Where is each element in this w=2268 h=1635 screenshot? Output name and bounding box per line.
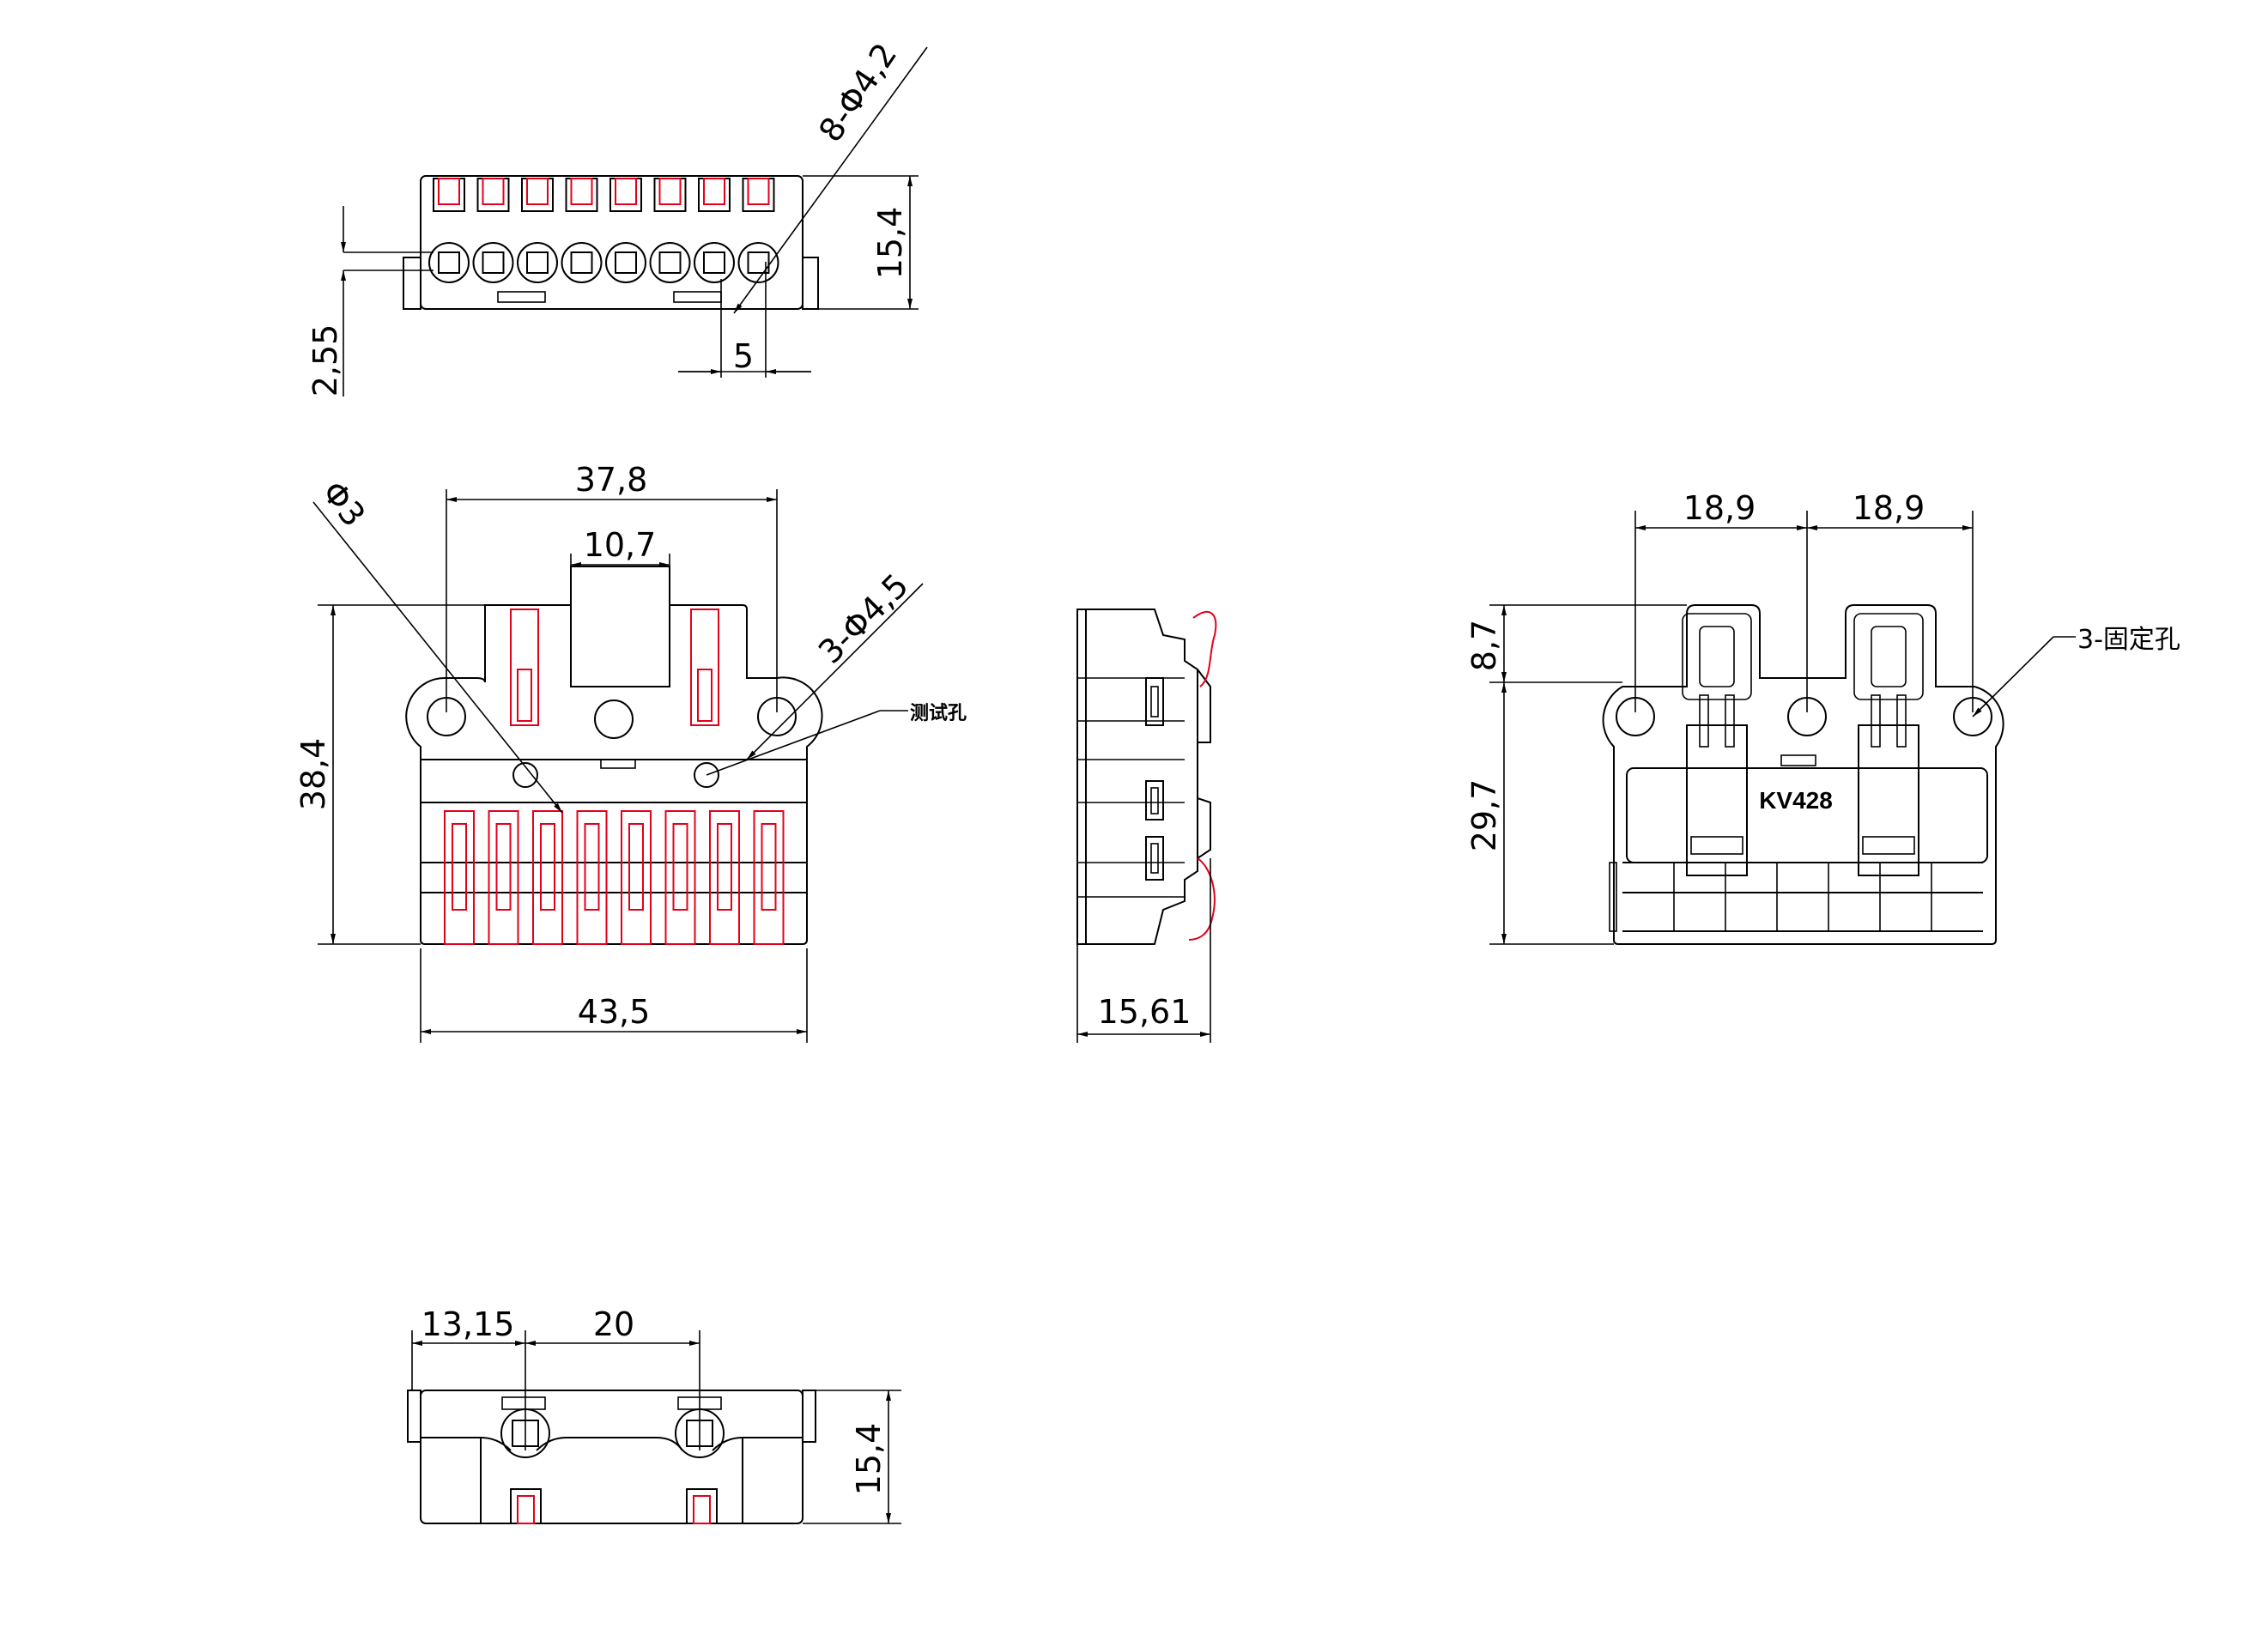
wire-hole [694, 242, 735, 283]
front-width-bottom-dim: 43,5 [578, 993, 651, 1031]
front-mount-holes-dim: 3-Φ4,5 [811, 566, 916, 671]
back-half-right-dim: 18,9 [1853, 489, 1925, 527]
back-view: KV428 18,9 18,9 8,7 29,7 3-固定孔 [1465, 489, 2180, 945]
side-view: 15,61 [1076, 609, 1217, 1043]
back-half-left-dim: 18,9 [1683, 489, 1756, 527]
wire-hole [517, 242, 558, 283]
back-slot-columns [1673, 863, 1932, 931]
top-pitch-dim: 5 [733, 337, 754, 375]
top-slot-contact [747, 178, 770, 205]
contact-slot-inner [495, 823, 512, 911]
contact-slot-inner [452, 823, 467, 911]
top-slot-contact [570, 178, 593, 205]
wire-hole-square [526, 251, 549, 274]
front-contact-slots [444, 810, 785, 945]
top-height-dim: 15,4 [871, 207, 909, 280]
top-slot-contact [526, 178, 549, 205]
contact-slot [488, 810, 519, 945]
wire-hole [428, 242, 470, 283]
top-slots [433, 178, 775, 212]
contact-slot-inner [672, 823, 688, 911]
wire-hole [472, 242, 514, 283]
top-view: 15,4 2,55 5 8-Φ4,2 [306, 36, 928, 397]
wire-hole [561, 242, 603, 283]
back-ear-height-dim: 8,7 [1465, 620, 1503, 671]
top-wire-holes [428, 242, 779, 283]
back-body-height-dim: 29,7 [1465, 779, 1503, 852]
part-number: KV428 [1759, 787, 1833, 814]
bottom-spacing-dim: 20 [593, 1305, 634, 1343]
front-width-top-dim: 37,8 [575, 461, 648, 499]
contact-slot [621, 810, 652, 945]
contact-slot [532, 810, 563, 945]
wire-hole [649, 242, 691, 283]
front-top-red-slots [510, 609, 719, 726]
top-slot-contact [658, 178, 682, 205]
bottom-height-dim: 15,4 [850, 1423, 888, 1496]
bottom-view: 13,15 20 15,4 [407, 1305, 901, 1524]
contact-slot [664, 810, 696, 945]
top-slot-contact [438, 178, 460, 205]
front-small-hole-dim: Φ3 [314, 474, 373, 534]
contact-slot [444, 810, 475, 945]
top-slot-contact [482, 178, 505, 205]
test-hole-label: 测试孔 [910, 703, 967, 724]
wire-hole [737, 242, 779, 283]
contact-slot-inner [761, 823, 777, 911]
front-view: 37,8 10,7 38,4 43,5 Φ3 3-Φ4,5 测试孔 [294, 461, 967, 1043]
wire-hole-square [570, 251, 593, 274]
top-slot-contact [703, 178, 725, 205]
wire-hole-square [615, 251, 637, 274]
front-height-dim: 38,4 [294, 738, 332, 811]
wire-hole-square [482, 251, 505, 274]
wire-hole-square [703, 251, 725, 274]
bottom-offset-dim: 13,15 [421, 1305, 515, 1343]
contact-slot-inner [717, 823, 732, 911]
wire-hole-square [658, 251, 682, 274]
mount-holes-label: 3-固定孔 [2077, 625, 2180, 655]
contact-slot-inner [628, 823, 644, 911]
contact-slot-inner [584, 823, 600, 911]
contact-slot [576, 810, 608, 945]
contact-slot [709, 810, 740, 945]
wire-hole-square [438, 251, 460, 274]
top-holes-dim: 8-Φ4,2 [811, 36, 904, 148]
wire-hole-square [747, 251, 770, 274]
top-offset-dim: 2,55 [306, 324, 344, 397]
contact-slot-inner [540, 823, 555, 911]
contact-slot [753, 810, 785, 945]
top-slot-contact [615, 178, 637, 205]
wire-hole [605, 242, 646, 283]
side-depth-dim: 15,61 [1098, 993, 1192, 1031]
front-window-dim: 10,7 [584, 526, 657, 564]
